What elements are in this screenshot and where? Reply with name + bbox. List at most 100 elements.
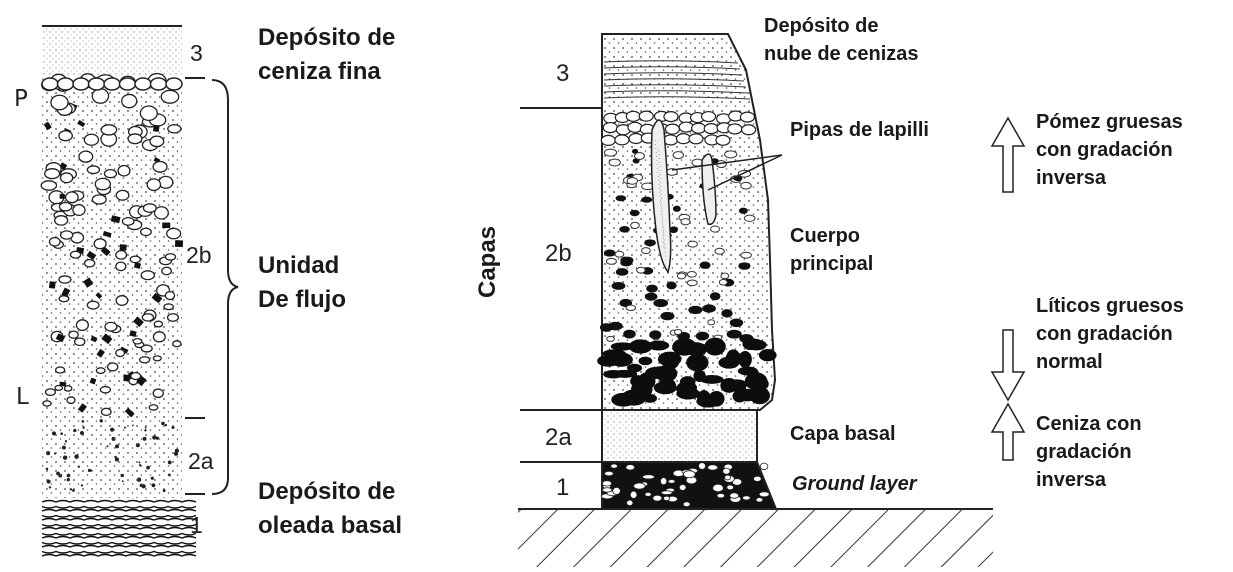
left-surge-line — [41, 523, 197, 527]
right-top-pumice — [627, 121, 643, 133]
right-coarse-lithic — [732, 389, 747, 403]
left-pumice-clast — [54, 366, 66, 374]
ground-fleck — [758, 491, 770, 498]
left-pumice-clast — [149, 135, 165, 148]
left-top-pumice — [165, 77, 183, 91]
right-top-pumice — [741, 124, 757, 136]
right-pumice-clast — [720, 272, 730, 280]
left-annot-mid-2: De flujo — [258, 286, 346, 313]
right-layer3-lines — [603, 60, 751, 100]
ground-fleck — [753, 475, 762, 482]
ground-fleck — [722, 467, 731, 475]
left-lithic-clast — [89, 377, 97, 385]
right-top-pumice — [675, 133, 692, 145]
right-coarse-lithic — [633, 380, 649, 389]
left-top-pumice — [72, 77, 90, 91]
grading-lithics-1: Líticos gruesos — [1036, 295, 1184, 317]
annot-cloud-1: Depósito de — [764, 15, 879, 37]
ground-fleck — [652, 494, 663, 502]
pipe-leader-2 — [707, 154, 783, 191]
cloud-ash-line — [603, 72, 743, 76]
left-surge-line — [41, 553, 197, 557]
left-lithic-clast — [83, 277, 94, 288]
right-top-pumice — [678, 121, 694, 133]
right-pumice-clast — [641, 247, 651, 255]
left-lithic-clast — [119, 244, 127, 251]
left-pumice-clast — [152, 388, 164, 399]
grading-pumice-3: inversa — [1036, 167, 1107, 189]
ground-fleck — [644, 492, 652, 497]
left-pumice-clast — [54, 215, 69, 226]
cloud-ash-line — [603, 90, 749, 94]
left-lithic-clast — [136, 375, 147, 387]
ground-fleck — [726, 484, 734, 491]
right-lithic-clast — [653, 298, 669, 308]
right-lithic-clast — [702, 304, 716, 313]
left-lithic-clast — [119, 346, 129, 354]
left-top-pumice — [149, 77, 168, 91]
left-lithic-clast — [124, 407, 135, 418]
left-layer-2b: 2b — [186, 242, 212, 268]
left-pumice-clast — [158, 175, 174, 189]
left-pumice-clast — [58, 295, 70, 303]
left-lithic-clast — [59, 193, 66, 199]
lithics-down-arrow — [990, 329, 1026, 402]
right-top-pumice — [715, 134, 731, 146]
right-pumice-clast — [686, 279, 698, 287]
left-pumice-clast — [132, 337, 143, 345]
left-pumice-clast — [75, 319, 89, 332]
left-pumice-clast — [153, 206, 169, 220]
annot-body-2: principal — [790, 253, 874, 275]
annot-cloud-2: nube de cenizas — [764, 43, 919, 65]
ground-fleck — [663, 495, 671, 502]
right-lithic-clast — [629, 209, 640, 217]
right-pumice-clast — [636, 266, 646, 274]
left-pumice-clast — [140, 344, 153, 353]
right-pumice-clast — [605, 257, 617, 265]
ground-fleck — [698, 462, 707, 470]
ground-fleck — [626, 499, 634, 507]
left-surge-line — [41, 517, 197, 521]
left-pumice-clast — [121, 93, 138, 109]
left-pumice-clast — [69, 250, 82, 259]
right-coarse-lithic — [658, 378, 677, 394]
left-pumice-clast — [91, 194, 107, 205]
left-pumice-clast — [142, 203, 157, 213]
left-annot-bottom-2: oleada basal — [258, 512, 403, 539]
right-lithic-clast — [672, 205, 681, 212]
right-top-pumice — [625, 110, 641, 122]
left-pumice-clast — [42, 400, 52, 407]
annot-basal: Capa basal — [790, 423, 896, 445]
right-coarse-lithic — [610, 342, 635, 351]
right-coarse-lithic — [749, 387, 770, 405]
right-pumice-clast — [608, 158, 621, 167]
ground-fleck — [642, 474, 655, 480]
left-pumice-clast — [68, 330, 79, 339]
left-top-pumice — [87, 77, 106, 91]
left-surge-line — [41, 526, 197, 530]
right-top-pumice — [602, 121, 618, 134]
right-coarse-lithic — [612, 369, 638, 378]
left-pumice-clast — [167, 124, 182, 134]
left-pumice-clast — [58, 201, 73, 212]
right-pumice-clast — [606, 335, 615, 342]
right-pumice-clast — [740, 251, 752, 259]
right-lithic-clast — [644, 292, 658, 301]
left-pumice-clast — [152, 160, 168, 173]
right-coarse-lithic — [754, 377, 769, 391]
left-annot-top-2: ceniza fina — [258, 58, 381, 85]
left-pumice-clast — [58, 130, 73, 142]
ground-fleck — [729, 492, 739, 499]
left-lithic-clast — [129, 330, 137, 337]
left-pumice-clast — [93, 238, 107, 250]
left-pumice-clast — [83, 133, 100, 146]
ground-fleck — [660, 490, 673, 496]
right-lithic-clast — [649, 330, 662, 340]
right-lithic-clast — [620, 256, 631, 264]
left-pumice-clast — [100, 407, 112, 417]
right-pumice-clast — [676, 272, 687, 280]
right-top-pumice — [727, 123, 743, 135]
left-pumice-clast — [59, 230, 74, 240]
left-pumice-clast — [121, 216, 135, 226]
left-pumice-clast — [166, 313, 179, 322]
